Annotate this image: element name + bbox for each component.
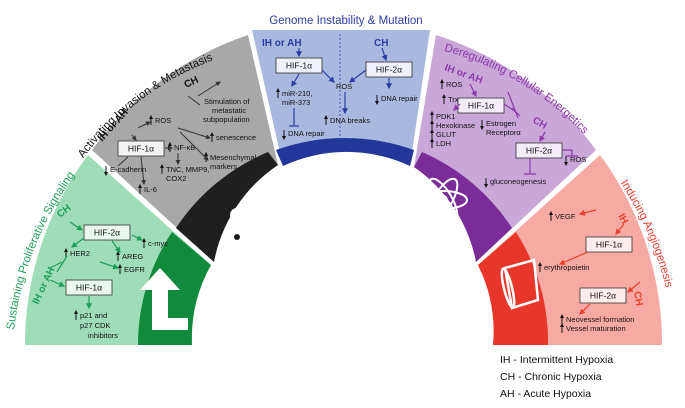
genome-dna-breaks: DNA breaks xyxy=(330,116,370,125)
inner-invasion xyxy=(176,152,278,262)
ene-ros-top: ROS xyxy=(446,80,462,89)
prolif-egfr: EGFR xyxy=(124,265,145,274)
inv-stim-line1: Stimulation of xyxy=(204,97,250,106)
prolif-areg: AREG xyxy=(122,252,143,261)
inv-mes-line2: markers xyxy=(210,162,237,171)
inv-ros: ROS xyxy=(155,116,171,125)
dna-helix-icon xyxy=(294,172,386,203)
genome-hif1-label: HIF-1α xyxy=(286,61,312,71)
genome-mir-line1: miR-210, xyxy=(282,89,312,98)
growth-arrow-icon xyxy=(140,268,188,330)
legend-ih: IH - Intermittent Hypoxia xyxy=(500,354,614,366)
outer-segments xyxy=(25,30,663,345)
inv-senescence: senescence xyxy=(216,133,256,142)
ang-hif2-label: HIF-2α xyxy=(590,291,616,301)
ene-hif2-label: HIF-2α xyxy=(526,146,552,156)
genome-ros: ROS xyxy=(336,82,352,91)
ene-estrogen: Estrogen xyxy=(486,119,516,128)
inv-il6: IL-6 xyxy=(144,185,157,194)
prolif-cmyc: c-myc xyxy=(148,239,168,248)
inv-nfkb: NF-κB xyxy=(174,143,195,152)
inner-genome xyxy=(276,138,414,166)
prolif-hif2-label: HIF-2α xyxy=(94,228,120,238)
genome-ch-label: CH xyxy=(374,38,388,49)
inner-energetics xyxy=(414,152,512,262)
blood-vessel-icon xyxy=(500,258,540,310)
ang-epo: erythropoietin xyxy=(544,263,589,272)
ene-ldh: LDH xyxy=(436,139,451,148)
inv-ecadherin: E-cadherin xyxy=(110,165,146,174)
atom-icon xyxy=(418,177,468,223)
ene-glut: GLUT xyxy=(436,130,456,139)
prolif-hif1-box xyxy=(65,279,113,296)
genome-dna-repair-left: DNA repair xyxy=(288,129,325,138)
ene-gluconeogenesis: gluconeogenesis xyxy=(490,177,547,186)
ene-hif1-label: HIF-1α xyxy=(468,101,494,111)
genome-content: IH or AH CH HIF-1α HIF-2α miR-210, miR-3… xyxy=(262,34,418,148)
prolif-hif1-label: HIF-1α xyxy=(76,283,102,293)
genome-hif1-box xyxy=(275,57,323,74)
inv-hif1-box xyxy=(117,140,165,157)
inv-stim-line3: subpopulation xyxy=(203,115,250,124)
ang-ch-label: CH xyxy=(631,291,644,307)
prolif-her2: HER2 xyxy=(70,249,90,258)
legend: IH - Intermittent Hypoxia CH - Chronic H… xyxy=(500,352,613,403)
genome-ih-ah-label: IH or AH xyxy=(262,38,302,49)
genome-title: Genome Instability & Mutation xyxy=(269,15,422,27)
inv-hif1-label: HIF-1α xyxy=(128,144,154,154)
inv-mes-line1: Mesenchymal xyxy=(210,153,257,162)
angiogenesis-content: IH CH HIF-1α HIF-2α VEGF erythropoietin … xyxy=(538,209,644,333)
cell-escape-icon xyxy=(230,208,244,241)
ang-neo: Neovessel formation xyxy=(566,315,634,324)
prolif-p21-line3: inhibitors xyxy=(88,331,118,340)
legend-ch: CH - Chronic Hypoxia xyxy=(500,371,602,383)
genome-mir-line2: miR-373 xyxy=(282,98,310,107)
prolif-p21-line1: p21 and xyxy=(80,311,107,320)
legend-ah: AH - Acute Hypoxia xyxy=(500,388,592,400)
ene-receptor: Receptorα xyxy=(486,128,521,137)
ang-ih-label: IH xyxy=(615,212,630,226)
genome-hif2-label: HIF-2α xyxy=(376,65,402,75)
inv-stim-line2: metastatic xyxy=(212,106,246,115)
ang-hif1-box xyxy=(585,236,633,253)
ang-vessel: Vessel maturation xyxy=(566,324,626,333)
inv-tnc-line1: TNC, MMP9, xyxy=(166,165,209,174)
ang-hif2-box xyxy=(579,287,627,304)
prolif-hif2-box xyxy=(83,224,131,241)
ene-pdk1: PDK1 xyxy=(436,112,456,121)
genome-dna-repair-right: DNA repair xyxy=(381,94,418,103)
ene-hexokinase: Hexokinase xyxy=(436,121,475,130)
prolif-p21-line2: p27 CDK xyxy=(80,321,110,330)
genome-hif2-box xyxy=(365,61,413,78)
energetics-content: IH or AH CH HIF-1α HIF-2α ROS Trx PDK1 H… xyxy=(430,62,586,188)
ang-hif1-label: HIF-1α xyxy=(596,240,622,250)
inv-tnc-line2: COX2 xyxy=(166,174,186,183)
ene-ros-right: ROS xyxy=(570,155,586,164)
ang-vegf: VEGF xyxy=(555,212,576,221)
ene-trx: Trx xyxy=(448,95,459,104)
